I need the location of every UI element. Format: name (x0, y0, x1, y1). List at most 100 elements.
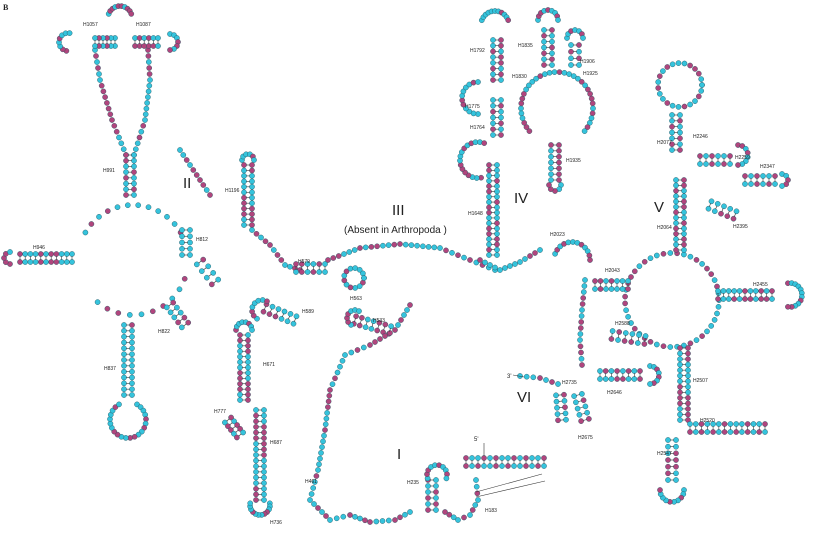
nucleotide (362, 244, 369, 251)
base-pair (175, 313, 180, 317)
nucleotide (245, 342, 251, 349)
helix-label-h563: H563 (350, 296, 362, 302)
nucleotide (703, 153, 709, 159)
nucleotide (511, 463, 517, 469)
nucleotide (568, 42, 574, 48)
nucleotide (253, 463, 259, 470)
nucleotide (181, 314, 188, 321)
nucleotide (322, 427, 328, 433)
nucleotide (253, 407, 259, 413)
nucleotide (490, 37, 496, 43)
nucleotide (17, 259, 23, 265)
nucleotide (145, 59, 152, 65)
domain-label-iv: IV (514, 190, 528, 207)
nucleotide (635, 340, 641, 346)
nucleotide (360, 270, 366, 277)
nucleotide (320, 438, 326, 445)
nucleotide (98, 82, 105, 89)
helix-label-h1835: H1835 (518, 43, 533, 49)
base-pair (644, 338, 646, 342)
nucleotide (532, 250, 538, 256)
nucleotide (614, 286, 620, 292)
nucleotide (187, 239, 193, 246)
nucleotide (339, 357, 346, 364)
nucleotide (249, 211, 255, 217)
nucleotide (608, 376, 615, 382)
nucleotide (753, 296, 759, 302)
base-pair (721, 208, 724, 212)
base-pair (371, 323, 374, 327)
nucleotide (687, 253, 694, 260)
nucleotide (407, 302, 413, 308)
nucleotide (258, 234, 264, 241)
nucleotide (249, 173, 255, 179)
nucleotide (455, 517, 461, 523)
nucleotide (178, 324, 185, 331)
nucleotide (121, 327, 127, 334)
nucleotide (293, 313, 300, 320)
base-pair (282, 313, 284, 317)
nucleotide (241, 216, 247, 223)
helix-label-h812: H812 (196, 237, 208, 243)
nucleotide (385, 242, 392, 248)
nucleotide (179, 252, 185, 258)
nucleotide (714, 310, 720, 317)
base-pair (168, 303, 172, 307)
nucleotide (253, 485, 259, 492)
nucleotide (628, 339, 635, 345)
nucleotide (149, 308, 156, 315)
nucleotide (756, 429, 763, 435)
nucleotide (228, 427, 234, 433)
nucleotide (523, 463, 529, 469)
h183-leader-line-2 (475, 480, 546, 498)
nucleotide (486, 178, 492, 184)
nucleotide (677, 383, 683, 390)
nucleotide (38, 259, 44, 265)
nucleotide (203, 274, 210, 281)
nucleotide (681, 220, 687, 226)
nucleotide (518, 110, 525, 117)
nucleotide (603, 286, 609, 292)
nucleotide (352, 285, 359, 291)
nucleotide (548, 165, 554, 172)
nucleotide (498, 71, 504, 78)
nucleotide (543, 377, 549, 383)
nucleotide (88, 221, 95, 227)
nucleotide (518, 100, 525, 107)
nucleotide (58, 251, 65, 257)
nucleotide (109, 117, 115, 123)
nucleotide (665, 443, 671, 450)
nucleotide (714, 283, 720, 290)
nucleotide (473, 477, 479, 483)
nucleotide (677, 400, 683, 407)
nucleotide (555, 417, 561, 424)
nucleotide (433, 495, 439, 501)
nucleotide (669, 118, 675, 124)
nucleotide (121, 351, 127, 358)
nucleotide (245, 364, 251, 371)
nucleotide (450, 514, 457, 521)
helix-label-h589: H589 (302, 309, 314, 315)
nucleotide (249, 183, 255, 190)
nucleotide (102, 94, 108, 100)
nucleotide (685, 383, 691, 390)
nucleotide (562, 404, 568, 411)
nucleotide (486, 162, 492, 168)
nucleotide (542, 71, 548, 77)
nucleotide (138, 128, 145, 135)
nucleotide (756, 421, 763, 427)
nucleotide (517, 463, 523, 469)
nucleotide (123, 180, 129, 187)
nucleotide (486, 225, 492, 232)
nucleotide (490, 126, 496, 132)
nucleotide (623, 330, 629, 336)
nucleotide (631, 368, 638, 374)
nucleotide (677, 118, 683, 124)
nucleotide (505, 17, 512, 24)
nucleotide (697, 161, 703, 167)
nucleotide (716, 429, 722, 435)
nucleotide (114, 204, 121, 210)
nucleotide (578, 325, 584, 331)
nucleotide (82, 229, 89, 236)
nucleotide (578, 349, 584, 356)
